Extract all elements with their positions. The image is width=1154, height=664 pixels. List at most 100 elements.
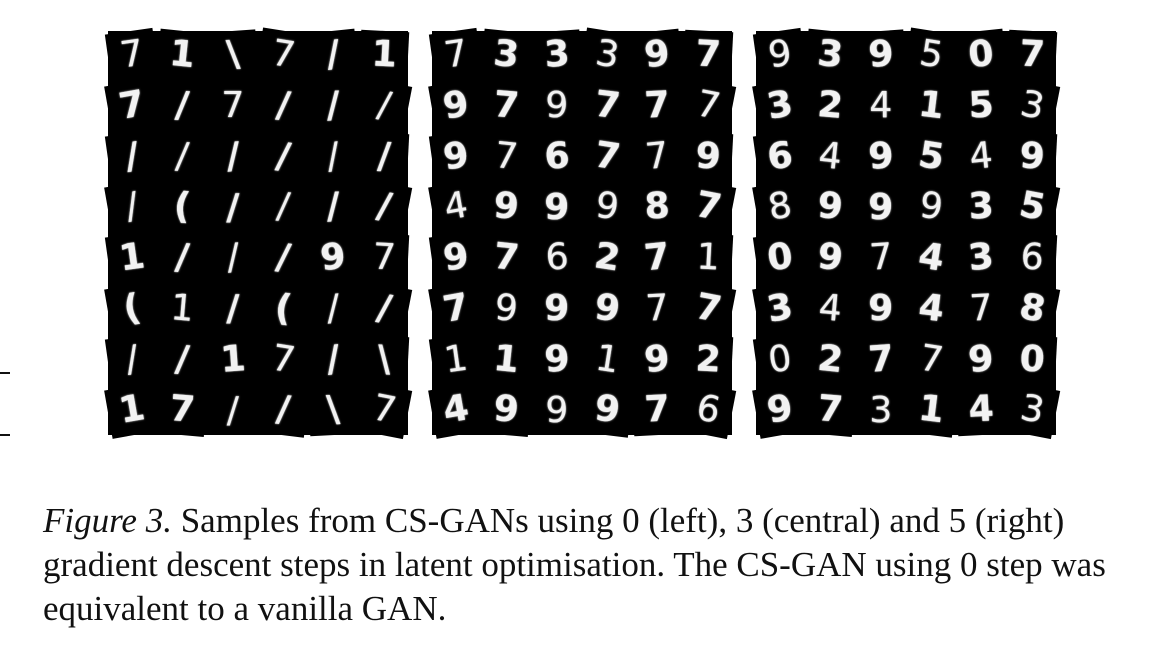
- digit-sample: 9: [306, 231, 361, 286]
- digit-sample: /: [355, 280, 413, 338]
- digit-sample: 9: [803, 231, 858, 286]
- digit-sample: 1: [904, 78, 959, 134]
- digit-sample: 6: [679, 382, 737, 440]
- digit-sample: 6: [531, 130, 583, 183]
- digit-sample: 2: [579, 230, 635, 287]
- digit-sample: 7: [358, 232, 410, 284]
- digit-sample: /: [156, 79, 209, 133]
- digit-sample: /: [306, 130, 361, 184]
- digit-sample: 7: [580, 78, 635, 134]
- digit-sample: 9: [532, 81, 581, 131]
- digit-sample: 1: [479, 333, 534, 387]
- figure-caption: Figure 3. Samples from CS-GANs using 0 (…: [43, 499, 1143, 631]
- digit-sample: /: [308, 283, 359, 335]
- digit-sample: (: [156, 181, 209, 235]
- digit-sample: 1: [428, 332, 484, 388]
- digit-sample: 6: [531, 232, 583, 285]
- digit-sample: 7: [479, 231, 534, 286]
- digit-sample: 3: [956, 182, 1007, 234]
- digit-sample: /: [208, 386, 257, 435]
- digit-sample: 3: [954, 231, 1009, 286]
- digit-sample: 3: [579, 27, 635, 84]
- digit-sample: 7: [679, 179, 737, 237]
- digit-sample: 1: [104, 382, 161, 439]
- digit-sample: 4: [903, 230, 959, 287]
- digit-sample: 7: [355, 382, 413, 440]
- digit-sample: 7: [679, 280, 737, 338]
- digit-sample: 7: [632, 385, 683, 437]
- digit-sample: /: [256, 383, 311, 438]
- digit-sample: 9: [480, 384, 533, 438]
- digit-sample: /: [208, 284, 257, 334]
- digit-sample: 2: [804, 79, 857, 133]
- digit-sample: 1: [104, 230, 160, 286]
- digit-sample: /: [308, 80, 359, 132]
- digit-sample: /: [306, 333, 361, 387]
- digit-sample: /: [104, 179, 161, 236]
- digit-sample: 5: [1003, 179, 1061, 237]
- digit-sample: 1: [207, 333, 259, 386]
- digit-sample: 7: [579, 129, 635, 185]
- digit-sample: 5: [956, 80, 1007, 132]
- digit-sample: 9: [580, 281, 635, 337]
- digit-sample: 4: [803, 130, 858, 184]
- digit-sample: 5: [903, 27, 959, 84]
- digit-sample: 9: [532, 284, 581, 334]
- digit-sample: 7: [630, 231, 685, 286]
- digit-sample: 9: [752, 382, 809, 439]
- digit-sample: 0: [1006, 334, 1058, 386]
- digit-sample: 3: [752, 280, 809, 338]
- digit-sample: 4: [428, 382, 485, 439]
- digit-sample: 9: [856, 183, 905, 232]
- digit-sample: 9: [580, 180, 635, 235]
- digit-sample: 7: [480, 79, 533, 133]
- digit-sample: /: [255, 230, 311, 287]
- figure-caption-label: Figure 3.: [43, 501, 172, 540]
- digit-sample: 7: [855, 232, 907, 285]
- digit-sample: /: [155, 231, 210, 286]
- digit-sample: 7: [632, 80, 683, 132]
- digit-sample: 7: [104, 77, 161, 135]
- digit-sample: 9: [630, 333, 685, 387]
- digit-sample: 7: [255, 332, 311, 388]
- digit-sample: 3: [1003, 77, 1061, 135]
- digit-sample: /: [104, 129, 160, 185]
- digit-sample: 1: [155, 28, 210, 83]
- digit-sample: /: [355, 77, 413, 135]
- digit-sample: /: [207, 130, 259, 183]
- digit-sample: 9: [532, 183, 581, 232]
- digit-sample: (: [256, 281, 311, 337]
- digit-sample: /: [155, 333, 210, 387]
- digit-sample: 7: [428, 280, 485, 338]
- digit-sample: 7: [682, 29, 734, 81]
- digit-sample: /: [358, 131, 410, 183]
- digit-sample: 1: [156, 282, 209, 336]
- digit-sample: /: [104, 332, 160, 388]
- digit-sample: /: [256, 180, 311, 235]
- digit-sample: 9: [752, 27, 808, 83]
- digit-sample: 9: [804, 181, 857, 235]
- digit-sample: 9: [856, 284, 905, 334]
- digit-sample: 9: [630, 28, 685, 83]
- margin-tick-upper: [0, 372, 10, 374]
- digit-sample: 1: [904, 383, 959, 438]
- digit-sample: 7: [428, 27, 484, 83]
- digit-sample: 7: [632, 283, 683, 335]
- digit-sample: 4: [904, 281, 959, 337]
- digit-sample: 0: [954, 28, 1009, 83]
- digit-sample: 7: [156, 384, 209, 438]
- digit-sample: 9: [682, 131, 734, 183]
- digit-sample: 9: [855, 29, 907, 82]
- digit-sample: 5: [903, 129, 959, 185]
- digit-sample: 0: [752, 230, 808, 286]
- digit-sample: 9: [480, 282, 533, 336]
- digit-sample: 1: [682, 232, 734, 284]
- digit-sample: 4: [428, 179, 485, 236]
- digit-sample: \: [358, 334, 410, 386]
- digit-sample: /: [256, 78, 311, 134]
- digit-sample: 9: [531, 333, 583, 386]
- digit-sample: 4: [954, 130, 1009, 184]
